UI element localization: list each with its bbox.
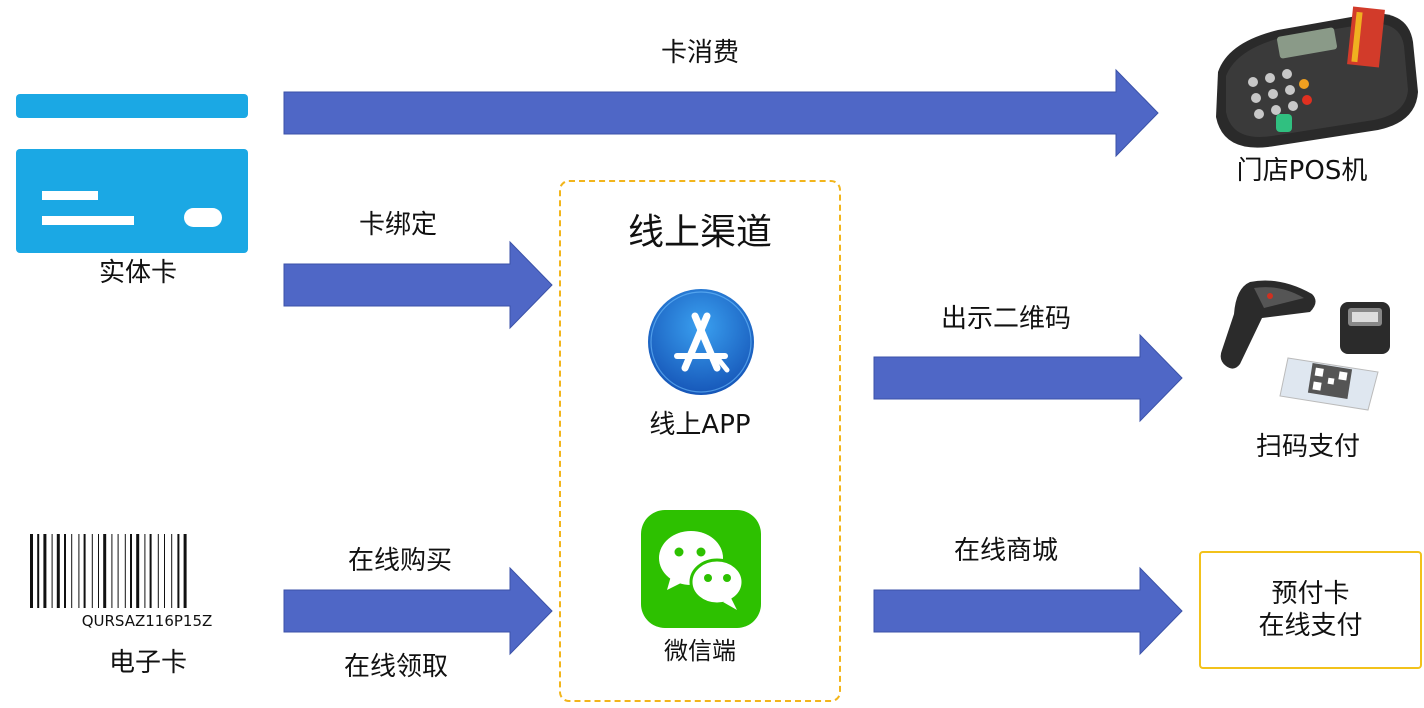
show-qr-label: 出示二维码 [940,304,1071,334]
scan-pay-label: 扫码支付 [1255,432,1360,462]
online-mall-arrow [873,566,1183,656]
card-bind-label: 卡绑定 [358,210,437,240]
claim-online-label: 在线领取 [343,652,448,682]
e-card-label: 电子卡 [108,648,187,678]
barcode-icon [30,534,187,608]
show-qr-arrow [873,333,1183,423]
wechat-icon[interactable] [641,510,761,628]
card-bind-arrow [283,240,553,330]
online-pay-label: 在线支付 [1258,611,1363,641]
online-channel-panel [559,180,841,702]
physical-card-label: 实体卡 [98,258,177,288]
online-mall-label: 在线商城 [953,536,1058,566]
barcode-text: QURSAZ116P15Z [81,612,213,630]
card-consume-label: 卡消费 [660,38,739,68]
prepaid-online-pay-box: 预付卡 在线支付 [1199,551,1422,669]
app-store-icon[interactable] [647,288,755,396]
wechat-label: 微信端 [664,637,736,665]
buy-online-arrow [283,566,553,656]
barcode-scanner-icon [1220,280,1390,411]
pos-label: 门店POS机 [1236,156,1368,186]
card-consume-arrow [283,68,1159,158]
online-app-label: 线上APP [649,410,751,440]
credit-card-icon [16,94,248,253]
pos-terminal-icon [1216,6,1418,148]
buy-online-label: 在线购买 [347,546,452,576]
prepaid-label: 预付卡 [1271,579,1350,609]
online-channel-title: 线上渠道 [627,212,772,253]
